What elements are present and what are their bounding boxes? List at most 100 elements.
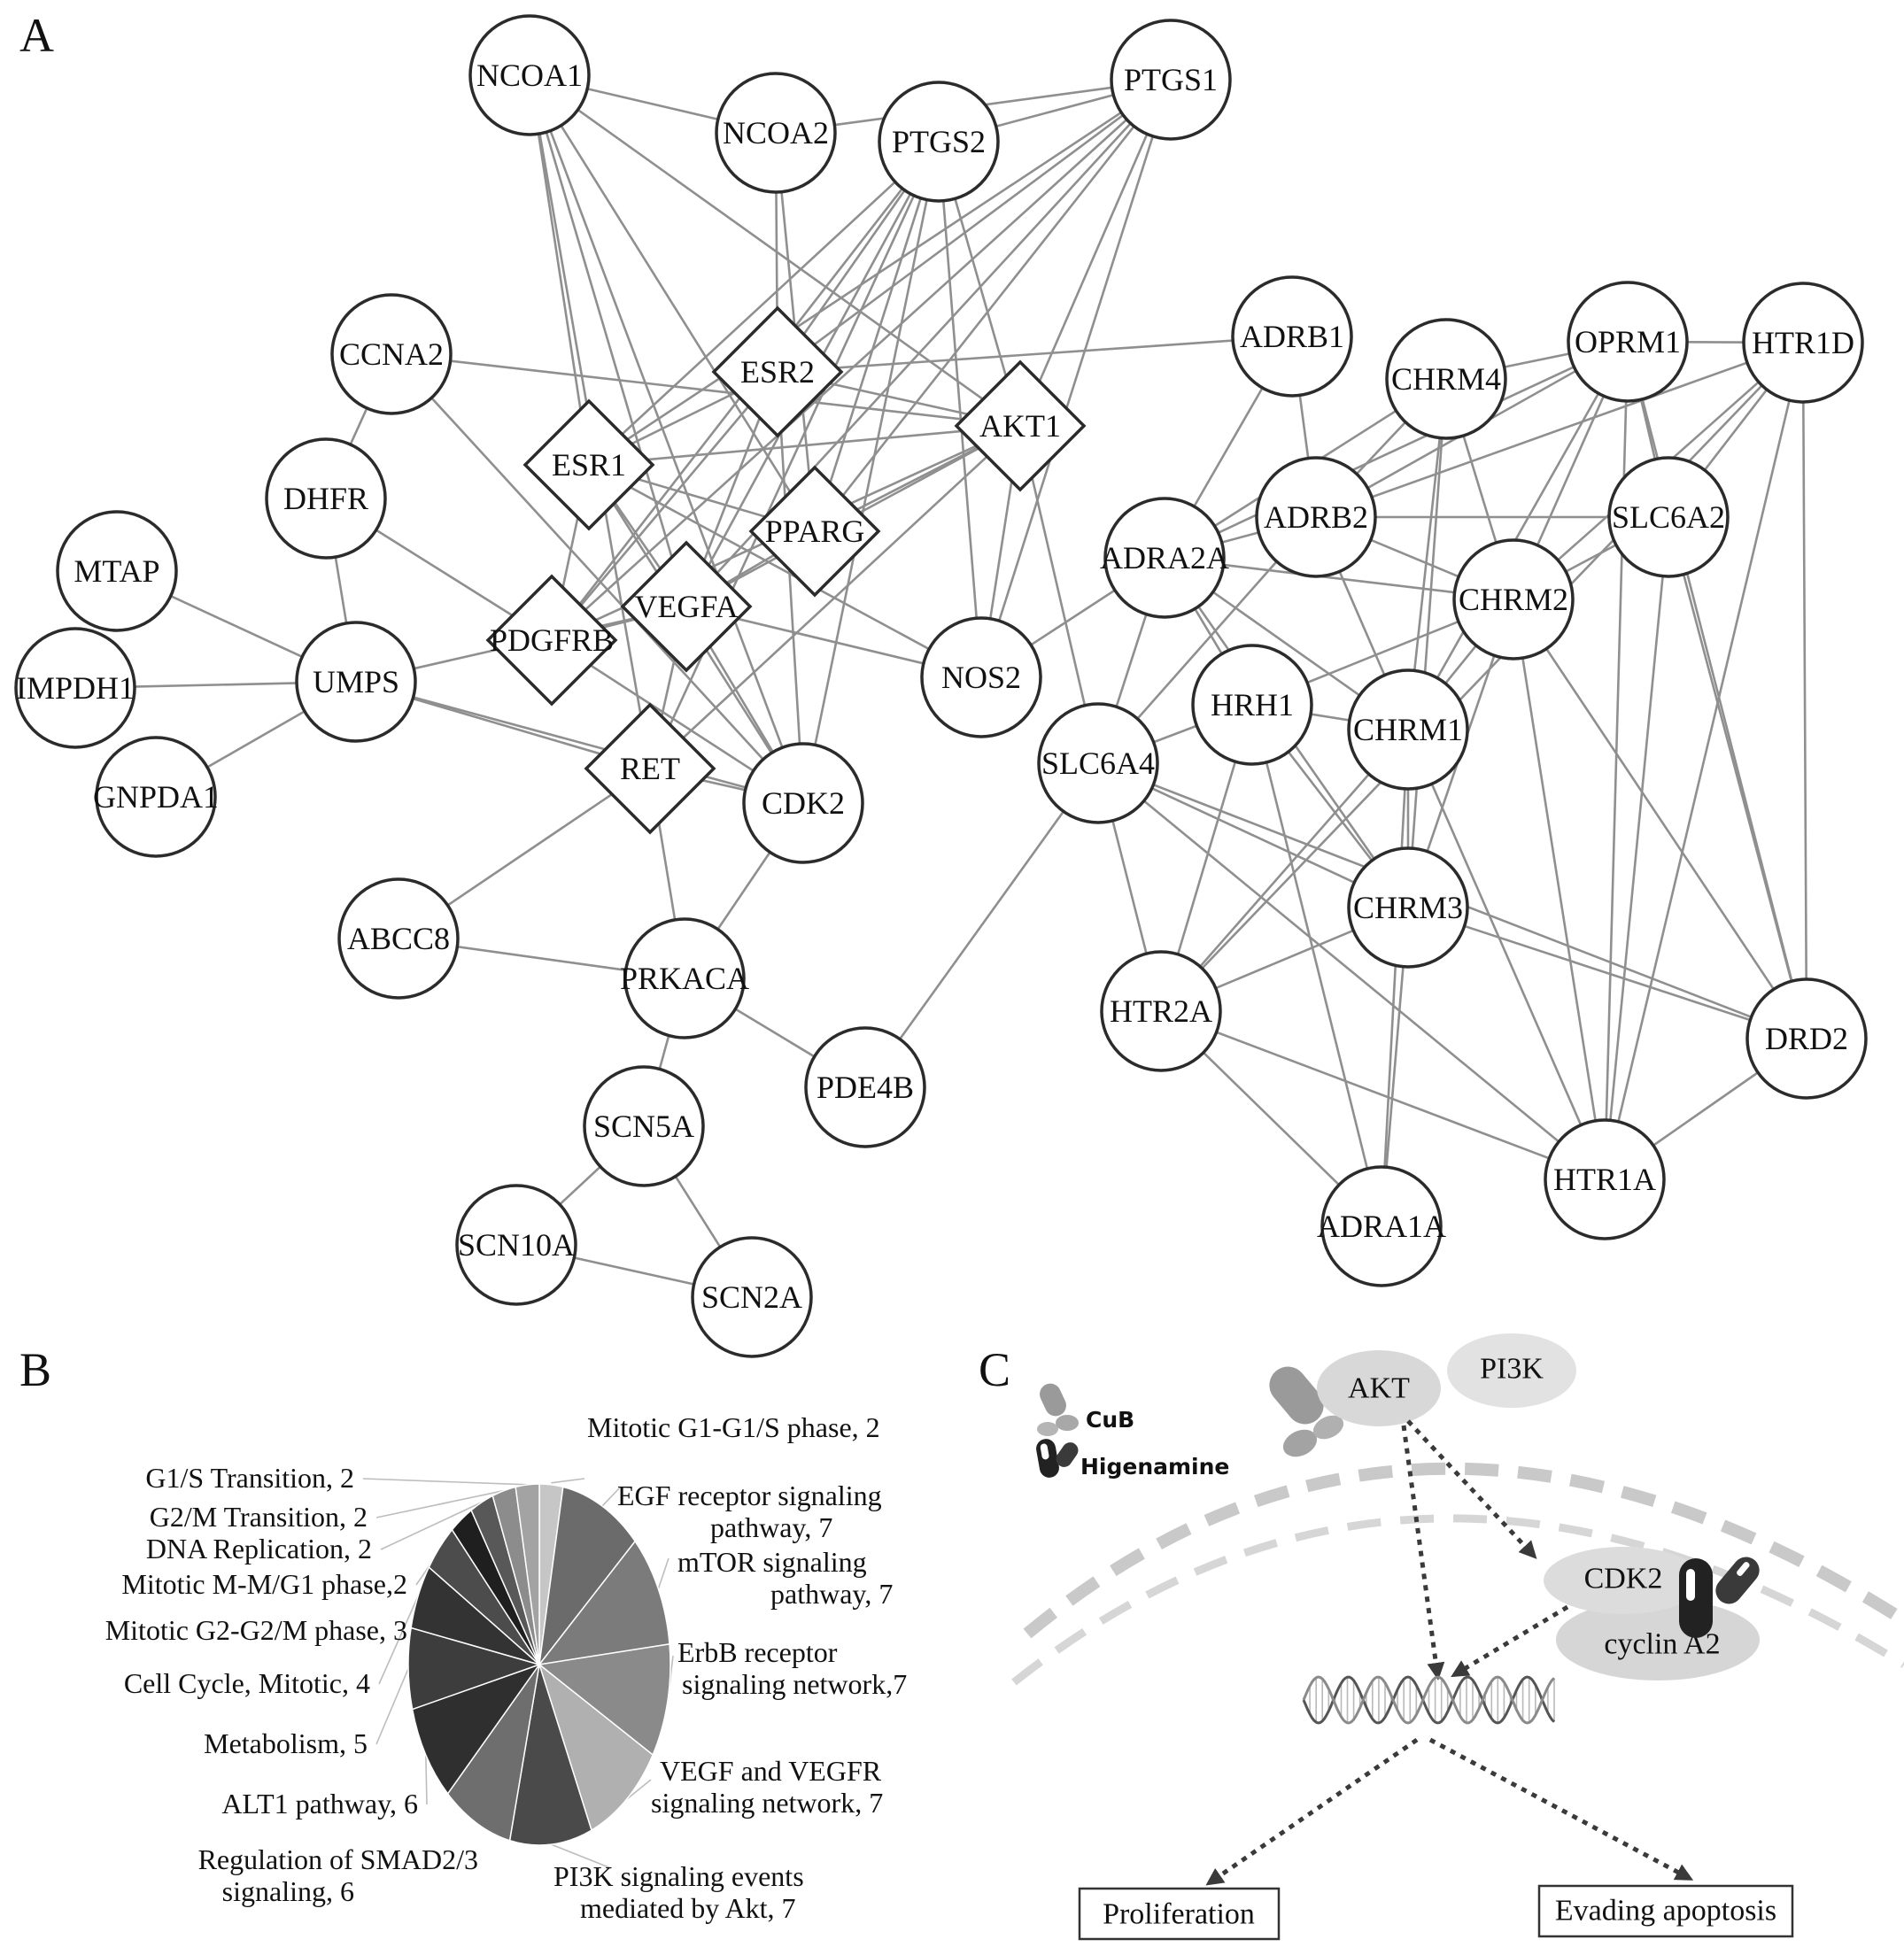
pie-slice <box>446 1664 540 1842</box>
node-adra1a: ADRA1A <box>1317 1165 1446 1287</box>
node-circle <box>623 917 746 1039</box>
node-circle <box>468 14 591 136</box>
node-diamond <box>711 305 844 438</box>
pie-label-line: mediated by Akt, 7 <box>580 1892 796 1924</box>
pie-leader-line <box>551 1843 612 1869</box>
node-label: AKT1 <box>979 408 1061 444</box>
pie-label-left: Mitotic G2-G2/M phase, 3 <box>105 1614 407 1646</box>
pie-slice <box>515 1483 540 1665</box>
node-diamond <box>522 398 655 531</box>
node-ncoa1: NCOA1 <box>468 14 591 136</box>
node-circle <box>337 877 460 1000</box>
node-htr1a: HTR1A <box>1544 1118 1666 1240</box>
node-diamond <box>954 359 1087 492</box>
pathway-arrows <box>1205 1419 1694 1886</box>
edge-chrm3-drd2 <box>1407 906 1807 1040</box>
edge-ptgs1-akt1 <box>1018 79 1173 427</box>
node-label: OPRM1 <box>1575 324 1681 359</box>
node-nos2: NOS2 <box>920 616 1042 738</box>
edge-ptgs1-pparg <box>813 79 1173 532</box>
pie-leader-line <box>657 1557 669 1589</box>
pie-leader-line <box>362 1478 528 1486</box>
edge-chrm4-chrm3 <box>1406 378 1448 908</box>
node-label: CDK2 <box>762 785 845 821</box>
pie-label-line: ALT1 pathway, 6 <box>221 1788 418 1820</box>
node-label: ESR1 <box>552 447 626 483</box>
node-gnpda1: GNPDA1 <box>93 736 219 858</box>
pie-slice <box>538 1486 637 1667</box>
node-circle <box>56 510 178 632</box>
edge-ncoa1-cdk2 <box>528 74 805 804</box>
node-label: NCOA1 <box>476 58 583 93</box>
node-pdgfrb: PDGFRB <box>485 574 618 707</box>
node-vegfa: VEGFA <box>620 540 753 673</box>
pie-slice <box>538 1540 670 1666</box>
edge-esr1-nos2 <box>588 463 982 679</box>
cub-drug-near-akt-icon <box>1269 1366 1344 1457</box>
edge-htr1d-drd2 <box>1801 342 1808 1039</box>
node-pparg: PPARG <box>748 465 881 598</box>
node-circle <box>1745 977 1868 1100</box>
node-circle <box>14 627 136 749</box>
node-pde4b: PDE4B <box>804 1026 926 1148</box>
node-label: PTGS2 <box>892 124 986 159</box>
pie-label-left: G2/M Transition, 2 <box>150 1501 368 1533</box>
node-circle <box>330 293 453 415</box>
node-oprm1: OPRM1 <box>1567 281 1689 403</box>
pie-label-left: Mitotic M-M/G1 phase,2 <box>121 1568 407 1600</box>
pie-label-line: Mitotic G2-G2/M phase, 3 <box>105 1614 407 1646</box>
pie-label-line: signaling network,7 <box>682 1668 907 1700</box>
edge-oprm1-chrm1 <box>1406 341 1629 730</box>
arrow-akt-to-dna <box>1401 1425 1445 1680</box>
higenamine-drug-near-cdk2-icon <box>1679 1557 1760 1638</box>
arrow-cdk2-to-dna <box>1451 1604 1569 1678</box>
node-circle <box>878 81 1000 203</box>
pie-label-line: signaling network, 7 <box>651 1787 883 1819</box>
pie-label-line: mTOR signaling <box>677 1546 867 1578</box>
pie-leader-line <box>380 1502 483 1550</box>
node-ncoa2: NCOA2 <box>715 72 837 194</box>
edge-htr1d-htr1a <box>1603 342 1805 1180</box>
node-chrm1: CHRM1 <box>1347 668 1469 791</box>
node-umps: UMPS <box>295 621 417 743</box>
pie-label-left: G1/S Transition, 2 <box>145 1462 354 1494</box>
node-label: ADRA2A <box>1100 540 1229 576</box>
edge-slc6a4-htr1a <box>1097 761 1606 1181</box>
pi3k-blob <box>1447 1333 1576 1408</box>
node-label: PDGFRB <box>490 622 614 658</box>
node-circle <box>455 1184 577 1306</box>
edge-umps-cdk2 <box>355 680 804 805</box>
node-label: CHRM3 <box>1353 890 1463 925</box>
node-circle <box>1607 456 1730 578</box>
node-circle <box>1567 281 1689 403</box>
edge-htr1d-htr2a <box>1160 342 1804 1012</box>
pie-slice <box>411 1663 541 1796</box>
pie-label-line: pathway, 7 <box>710 1511 832 1543</box>
node-scn2a: SCN2A <box>691 1236 813 1358</box>
node-esr1: ESR1 <box>522 398 655 531</box>
edge-ptgs2-pparg <box>813 141 940 532</box>
node-label: PDE4B <box>817 1070 914 1105</box>
node-label: RET <box>620 751 680 786</box>
edge-ptgs2-esr1 <box>588 141 940 466</box>
evading-apoptosis-box <box>1537 1884 1794 1938</box>
node-label: HTR2A <box>1110 993 1212 1029</box>
node-label: ADRB2 <box>1264 499 1368 535</box>
node-circle <box>1100 950 1222 1072</box>
panel-c-label: C <box>979 1343 1010 1396</box>
node-abcc8: ABCC8 <box>337 877 460 1000</box>
pie-label-line: EGF receptor signaling <box>617 1480 882 1511</box>
node-htr1d: HTR1D <box>1742 282 1864 404</box>
node-slc6a4: SLC6A4 <box>1037 702 1159 824</box>
membrane-outer <box>1023 1462 1904 1639</box>
proliferation-label: Proliferation <box>1103 1898 1255 1931</box>
node-mtap: MTAP <box>56 510 178 632</box>
node-adra2a: ADRA2A <box>1100 497 1229 619</box>
pie-label-left: ALT1 pathway, 6 <box>221 1788 418 1820</box>
node-diamond <box>620 540 753 673</box>
node-label: GNPDA1 <box>93 779 219 815</box>
node-circle <box>583 1065 705 1187</box>
node-label: CCNA2 <box>339 336 444 372</box>
pie-label-line: PI3K signaling events <box>553 1860 804 1892</box>
